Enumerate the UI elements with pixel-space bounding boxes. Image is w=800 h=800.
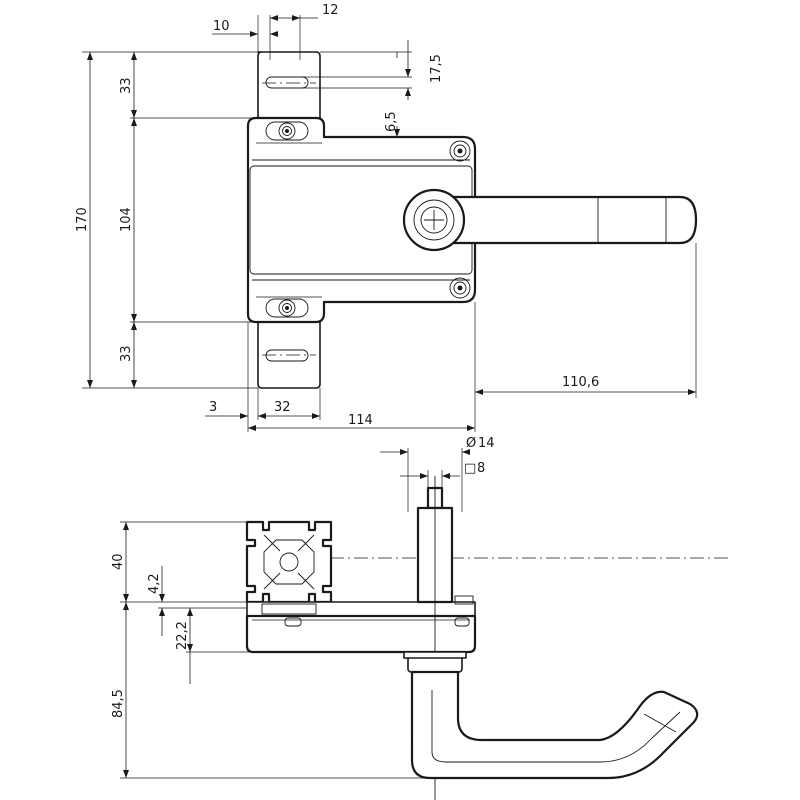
screw-lower-left	[265, 298, 309, 318]
dim-body-thickness: 22,2	[175, 621, 190, 650]
dim-top-slot-width: 10	[213, 19, 230, 34]
upper-slot	[265, 76, 309, 89]
dim-plate-thickness: 4,2	[147, 573, 162, 594]
handle-side-view	[410, 670, 699, 780]
square-symbol: □	[464, 461, 476, 476]
lower-slot	[265, 349, 309, 362]
dim-handle-depth: 84,5	[111, 689, 126, 718]
screw-lower-right	[449, 277, 471, 299]
switch-body-side	[245, 614, 477, 654]
dim-total-height: 170	[75, 207, 90, 232]
dim-shaft-square: 8	[477, 461, 485, 476]
dim-tab-width: 32	[274, 400, 291, 415]
dim-mid-body: 104	[119, 207, 134, 232]
main-body	[246, 116, 477, 324]
dim-handle-reach: 110,6	[562, 375, 599, 390]
shaft	[403, 476, 467, 800]
dim-shaft-diameter: 14	[478, 436, 495, 451]
dim-profile-height: 40	[111, 553, 126, 570]
dim-offset-small: 6,5	[384, 111, 399, 132]
diameter-symbol: Ø	[466, 436, 476, 451]
aluminium-profile	[245, 520, 333, 604]
upper-mounting-tab	[257, 51, 321, 119]
dim-upper-tab: 33	[119, 77, 134, 94]
screw-upper-right	[449, 140, 471, 162]
top-dimensions: 10 12 17,5 6,5 170 33	[75, 3, 697, 432]
dim-lower-tab: 33	[119, 345, 134, 362]
dim-top-slot-spacing: 12	[322, 3, 339, 18]
screw-upper-left	[265, 121, 309, 141]
handle-top-view	[402, 188, 698, 252]
side-dimensions: Ø 14 □ 8 40 84,5 4,2 22,2	[111, 436, 495, 779]
side-view	[245, 476, 728, 800]
dim-body-width: 114	[348, 413, 373, 428]
dim-left-gap: 3	[209, 400, 217, 415]
top-view	[246, 51, 698, 389]
dim-top-slot-height: 17,5	[429, 54, 444, 83]
